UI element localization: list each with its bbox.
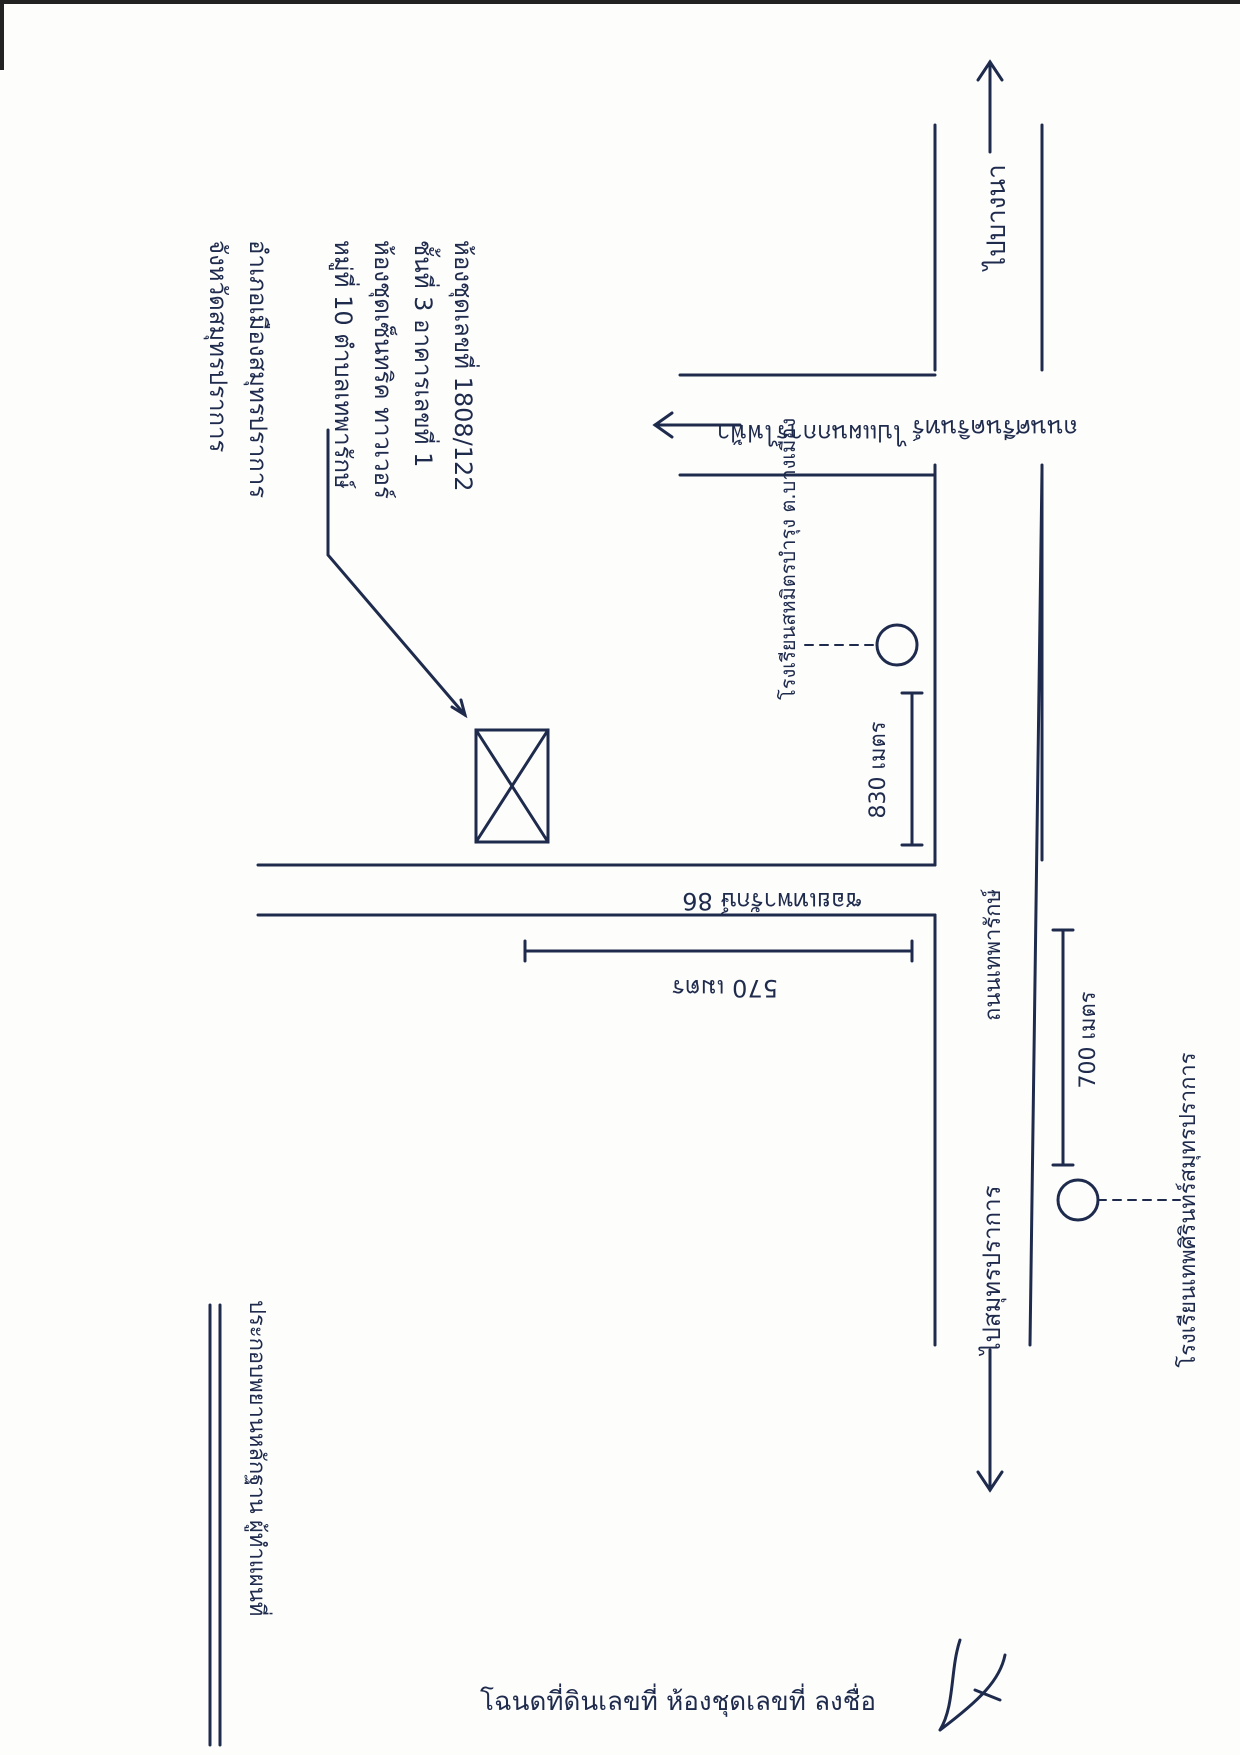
label-distance-700: 700 เมตร <box>1076 991 1101 1088</box>
property-marker-box <box>474 728 550 844</box>
label-school-2: โรงเรียนเทพศิรินทร์สมุทรปราการ <box>1175 1052 1201 1367</box>
address-line-6: จังหวัดสมุทรปราการ <box>203 240 232 452</box>
arrow-samut-prakan-head <box>976 1470 1004 1493</box>
pointer-line <box>326 428 467 717</box>
footer-left-tail: ผู้ทำแผนที่ <box>244 1520 273 1616</box>
page-edge-left <box>0 0 4 70</box>
arrow-electricity-head <box>652 411 674 439</box>
property-marker-cross-b <box>474 728 550 844</box>
address-line-2: ชั้นที่ 3 อาคารเลขที่ 1 <box>409 240 441 467</box>
school-2-circle <box>1056 1178 1100 1222</box>
label-srinakarin-road: ถนนศรีนครินทร์ <box>912 414 1078 442</box>
pointer-arrowhead <box>450 698 468 719</box>
label-soi: ซอยเทพารักษ์ 86 <box>682 887 862 915</box>
address-line-5: อำเภอเมืองสมุทรปราการ <box>243 240 272 498</box>
address-line-3: ห้องชุดเซ็นทริค ทาวเวอร์ <box>368 240 398 499</box>
address-line-1: ห้องชุดเลขที่ 1808/122 <box>448 240 480 492</box>
signature-mark <box>938 1638 1007 1732</box>
label-school-1: โรงเรียนสหมิตรบำรุง ต.บางเมือง <box>776 418 801 700</box>
arrow-bang-na-head <box>976 59 1004 82</box>
label-distance-570: 570 เมตร <box>672 974 778 1002</box>
thepharak-road-edge-right <box>1028 468 1044 1347</box>
page-edge-top <box>0 0 1240 4</box>
label-thepharak-road: ถนนเทพารักษ์ <box>981 889 1006 1021</box>
school-1-circle <box>875 623 919 667</box>
label-to-samut-prakan: ไปสมุทรปราการ <box>978 1185 1007 1356</box>
footer-left-note: ประกอบพยานหลักฐาน <box>244 1300 269 1514</box>
address-line-4: หมู่ที่ 10 ตำบลเทพารักษ์ <box>328 240 360 489</box>
label-to-bang-na: ไปบางนา <box>981 164 1012 272</box>
label-distance-830: 830 เมตร <box>866 721 891 818</box>
label-to-electricity: ไปแผนกการไฟฟ้า <box>717 419 907 447</box>
footer-right-note: โฉนดที่ดินเลขที่ ห้องชุดเลขที่ ลงชื่อ <box>480 1683 876 1717</box>
